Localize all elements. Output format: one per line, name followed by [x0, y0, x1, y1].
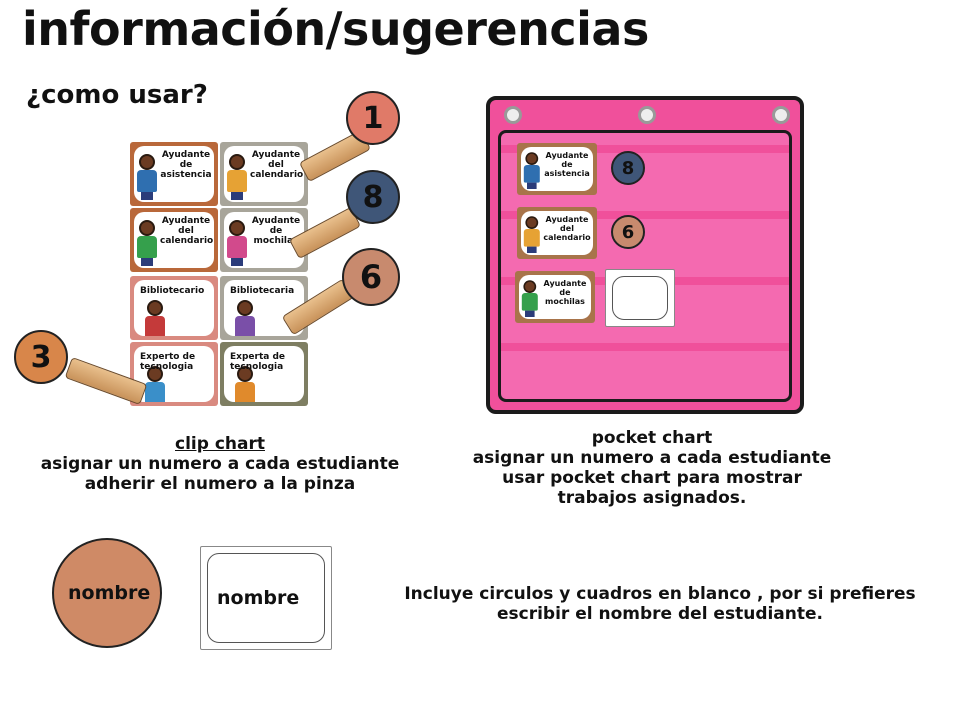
blank-circle-label: nombre — [68, 582, 151, 604]
student-icon — [234, 300, 256, 336]
blank-name-circle: nombre — [52, 538, 162, 648]
student-icon — [234, 366, 256, 402]
pocket-chart-caption: pocket chart asignar un numero a cada es… — [462, 428, 842, 508]
pocket-chart-heading: pocket chart — [591, 428, 713, 448]
clip-chart-card: Ayudante del calendario — [130, 208, 218, 272]
student-icon — [226, 154, 248, 200]
student-icon — [523, 152, 541, 189]
student-icon — [226, 220, 248, 266]
blanks-note-line2: escribir el nombre del estudiante. — [496, 604, 823, 624]
pocket-blank-frame — [605, 269, 675, 327]
clip-chart-line1: asignar un numero a cada estudiante — [40, 454, 400, 474]
clip-chart-card: Bibliotecario — [130, 276, 218, 340]
grommet-icon — [504, 106, 522, 124]
pocket-chart-line2: usar pocket chart para mostrar — [502, 468, 802, 488]
card-label: Ayudante de asistencia — [160, 150, 212, 180]
clip-chart-line2: adherir el numero a la pinza — [84, 474, 356, 494]
card-label: Ayudante del calendario — [160, 216, 214, 246]
clip-chart-caption: clip chart asignar un numero a cada estu… — [30, 434, 410, 494]
student-icon — [136, 220, 158, 266]
clip-chart-card: Experta de tecnologia — [220, 342, 308, 406]
student-icon — [523, 216, 541, 253]
pocket-number-circle: 8 — [611, 151, 645, 185]
pocket-chart-card: Ayudante de asistencia — [517, 143, 597, 195]
clip-chart-card: Ayudante del calendario — [220, 142, 308, 206]
student-icon — [136, 154, 158, 200]
card-label: Experto de tecnologia — [140, 352, 196, 372]
blanks-note-line1: Incluye circulos y cuadros en blanco , p… — [404, 584, 916, 604]
grommet-icon — [772, 106, 790, 124]
student-icon — [144, 300, 166, 336]
number-circle-6: 6 — [342, 248, 400, 306]
clip-chart-heading: clip chart — [175, 434, 265, 454]
pocket-chart-card: Ayudante del calendario — [517, 207, 597, 259]
card-label: Bibliotecaria — [230, 286, 295, 296]
page-subtitle: ¿como usar? — [26, 80, 208, 110]
pocket-chart-card: Ayudante de mochilas — [515, 271, 595, 323]
page-title: información/sugerencias — [22, 2, 649, 56]
grommet-icon — [638, 106, 656, 124]
card-label: Ayudante de mochilas — [251, 216, 301, 246]
card-label: Ayudante de asistencia — [544, 151, 590, 178]
card-label: Ayudante del calendario — [250, 150, 304, 180]
student-icon — [521, 280, 539, 317]
card-label: Bibliotecario — [140, 286, 205, 296]
blank-frame-label: nombre — [217, 587, 300, 609]
number-circle-1: 1 — [346, 91, 400, 145]
clip-chart-card: Experto de tecnologia — [130, 342, 218, 406]
blanks-note: Incluye circulos y cuadros en blanco , p… — [392, 584, 928, 624]
pocket-chart-line1: asignar un numero a cada estudiante — [472, 448, 832, 468]
student-icon — [144, 366, 166, 402]
card-label: Ayudante del calendario — [543, 215, 591, 242]
blank-name-frame: nombre — [200, 546, 332, 650]
clip-chart-card: Bibliotecaria — [220, 276, 308, 340]
pocket-chart-line3: trabajos asignados. — [557, 488, 747, 508]
clip-chart-card: Ayudante de asistencia — [130, 142, 218, 206]
card-label: Ayudante de mochilas — [543, 279, 587, 306]
number-circle-8: 8 — [346, 170, 400, 224]
card-label: Experta de tecnologia — [230, 352, 285, 372]
number-circle-3: 3 — [14, 330, 68, 384]
pocket-number-circle: 6 — [611, 215, 645, 249]
